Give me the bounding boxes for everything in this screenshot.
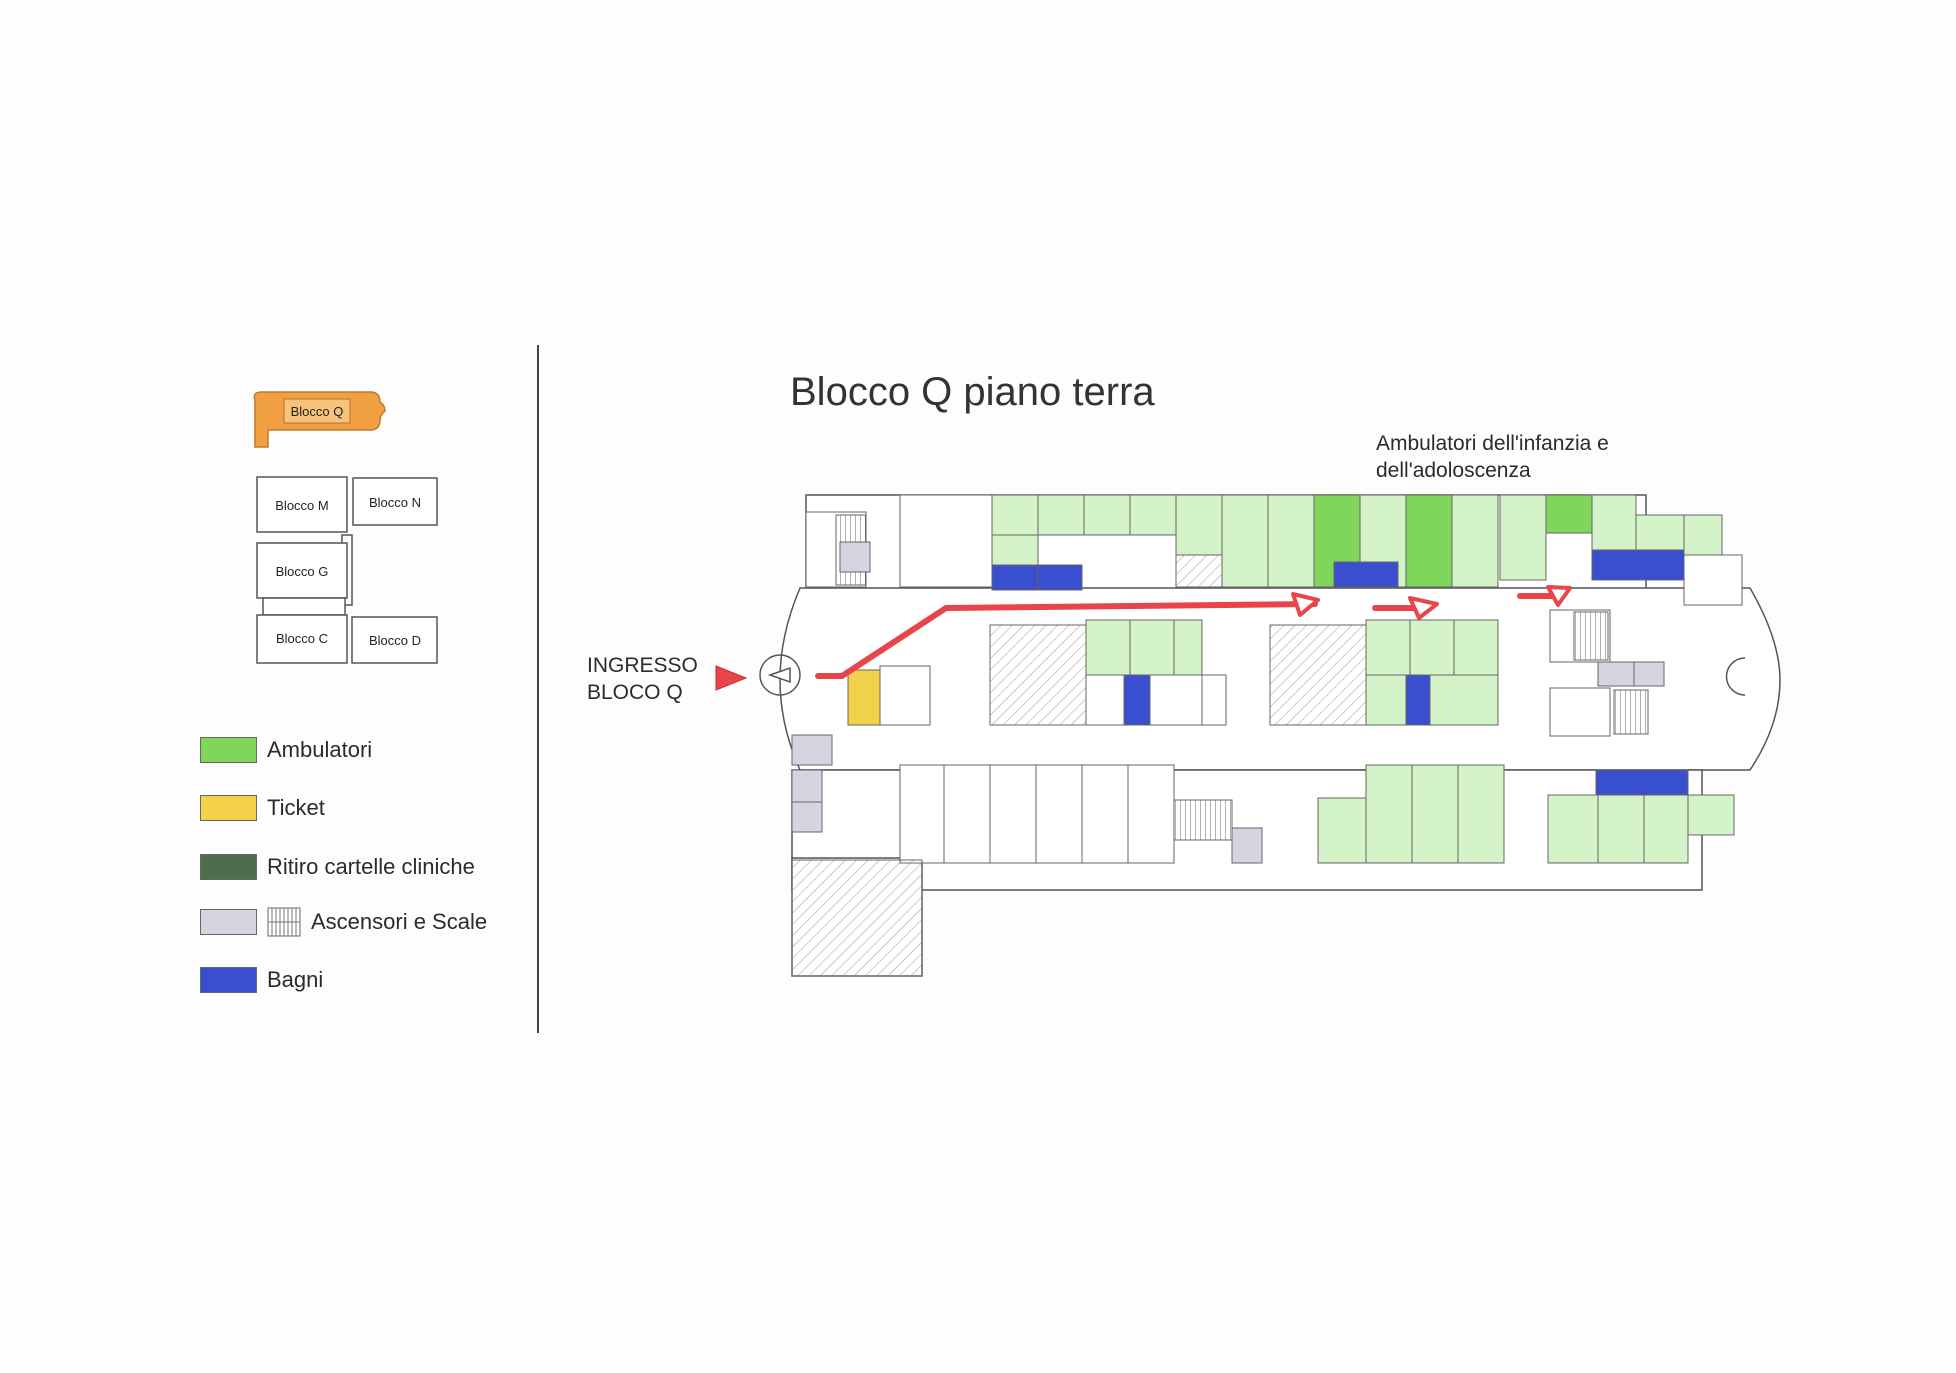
top-row-rooms xyxy=(805,494,1743,606)
legend-swatch-ambulatori xyxy=(200,737,257,763)
east-door-icon[interactable] xyxy=(1725,657,1746,696)
legend-swatch-ticket xyxy=(200,795,257,821)
revolving-door-icon[interactable] xyxy=(759,654,801,696)
legend-item-ascensori: Ascensori e Scale xyxy=(200,907,487,937)
legend-label-ambulatori: Ambulatori xyxy=(267,737,373,762)
legend-item-ritiro: Ritiro cartelle cliniche xyxy=(200,852,475,882)
legend-label-ticket: Ticket xyxy=(267,795,325,820)
stairs-icon xyxy=(1173,799,1233,841)
legend-swatch-bagni xyxy=(200,967,257,993)
block-g-label: Blocco G xyxy=(276,564,329,579)
stairs-icon xyxy=(267,907,301,937)
block-d-label: Blocco D xyxy=(369,633,421,648)
bottom-row-rooms xyxy=(791,764,1735,977)
block-d[interactable]: Blocco D xyxy=(351,616,438,664)
block-g[interactable]: Blocco G xyxy=(256,542,348,599)
block-q[interactable]: Blocco Q xyxy=(253,391,386,448)
floor-plan xyxy=(759,494,1781,977)
annotation-label: Ambulatori dell'infanzia e dell'adolosce… xyxy=(1376,430,1696,484)
middle-row-rooms xyxy=(791,609,1665,766)
legend-swatch-ritiro xyxy=(200,854,257,880)
annotation-line-2: dell'adoloscenza xyxy=(1376,459,1531,482)
vertical-divider xyxy=(537,345,539,1033)
entrance-label: INGRESSO BLOCO Q xyxy=(587,652,698,706)
entrance-marker-icon[interactable] xyxy=(714,664,750,692)
legend-item-ticket: Ticket xyxy=(200,793,325,823)
block-c-label: Blocco C xyxy=(276,631,328,646)
block-m-label: Blocco M xyxy=(275,498,328,513)
legend-item-bagni: Bagni xyxy=(200,965,323,995)
legend-item-ambulatori: Ambulatori xyxy=(200,735,372,765)
route-arrow-icon xyxy=(1291,592,1320,617)
entrance-line-1: INGRESSO xyxy=(587,654,698,677)
block-n-label[interactable]: Blocco N xyxy=(369,495,421,510)
legend-swatch-ascensori xyxy=(200,909,257,935)
block-n[interactable]: Blocco N xyxy=(352,477,438,526)
page-title: Blocco Q piano terra xyxy=(790,370,1155,414)
block-c[interactable]: Blocco C xyxy=(256,614,348,664)
route-arrow-icon xyxy=(1546,585,1572,607)
elevator xyxy=(839,541,871,573)
connector xyxy=(262,597,346,616)
annotation-line-1: Ambulatori dell'infanzia e xyxy=(1376,432,1609,455)
legend-label-ascensori: Ascensori e Scale xyxy=(311,909,488,934)
legend-label-ritiro: Ritiro cartelle cliniche xyxy=(267,854,475,879)
key-map: Blocco Q Blocco M Blocco N Blocco G Bloc… xyxy=(253,391,438,664)
stairs-icon xyxy=(1613,689,1649,735)
legend-label-bagni: Bagni xyxy=(267,967,324,992)
block-q-label: Blocco Q xyxy=(291,404,344,419)
route-arrow-icon xyxy=(1408,596,1439,620)
entrance-line-2: BLOCO Q xyxy=(587,681,683,704)
stairs-icon xyxy=(1573,611,1609,661)
block-m[interactable]: Blocco M xyxy=(256,476,348,533)
